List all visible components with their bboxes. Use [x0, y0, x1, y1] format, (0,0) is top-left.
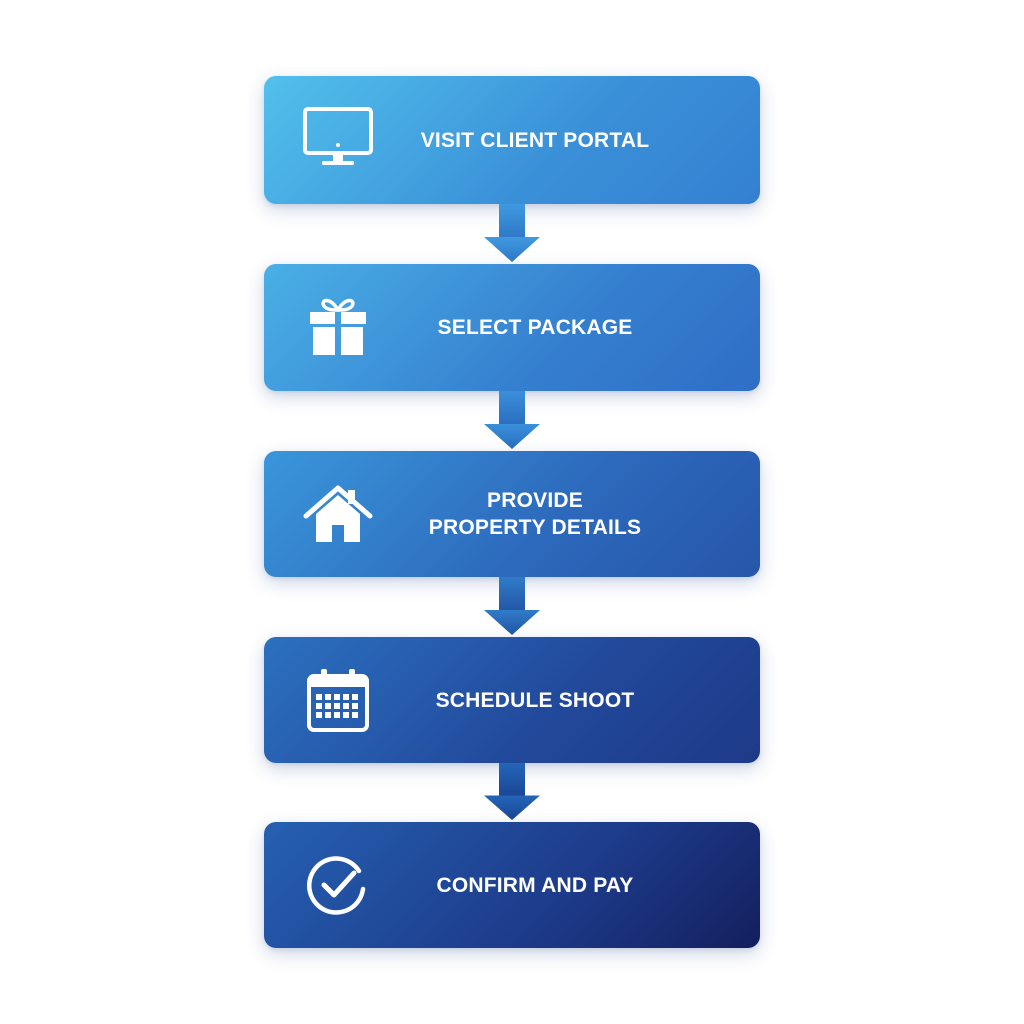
step-provide-property-details: PROVIDE PROPERTY DETAILS — [264, 451, 760, 577]
calendar-icon — [300, 662, 376, 738]
arrow-down-icon — [482, 204, 542, 264]
step-label-line: PROPERTY DETAILS — [428, 516, 642, 539]
arrow-down-icon — [482, 391, 542, 451]
step-label: PROVIDE PROPERTY DETAILS — [364, 451, 760, 577]
gift-icon — [300, 290, 376, 366]
step-label-line: PROVIDE — [487, 489, 583, 512]
arrow-down-icon — [482, 763, 542, 822]
arrow-down-icon — [482, 577, 542, 637]
house-icon — [300, 476, 376, 552]
step-schedule-shoot: SCHEDULE SHOOT — [264, 637, 760, 763]
step-label: CONFIRM AND PAY — [436, 873, 634, 897]
step-select-package: SELECT PACKAGE — [264, 264, 760, 391]
step-confirm-and-pay: CONFIRM AND PAY — [264, 822, 760, 948]
check-circle-icon — [300, 847, 376, 923]
step-label: SELECT PACKAGE — [437, 316, 633, 339]
step-label: VISIT CLIENT PORTAL — [420, 128, 650, 152]
step-visit-client-portal: VISIT CLIENT PORTAL — [264, 76, 760, 204]
step-label: SCHEDULE SHOOT — [435, 688, 635, 712]
monitor-icon — [300, 102, 376, 178]
